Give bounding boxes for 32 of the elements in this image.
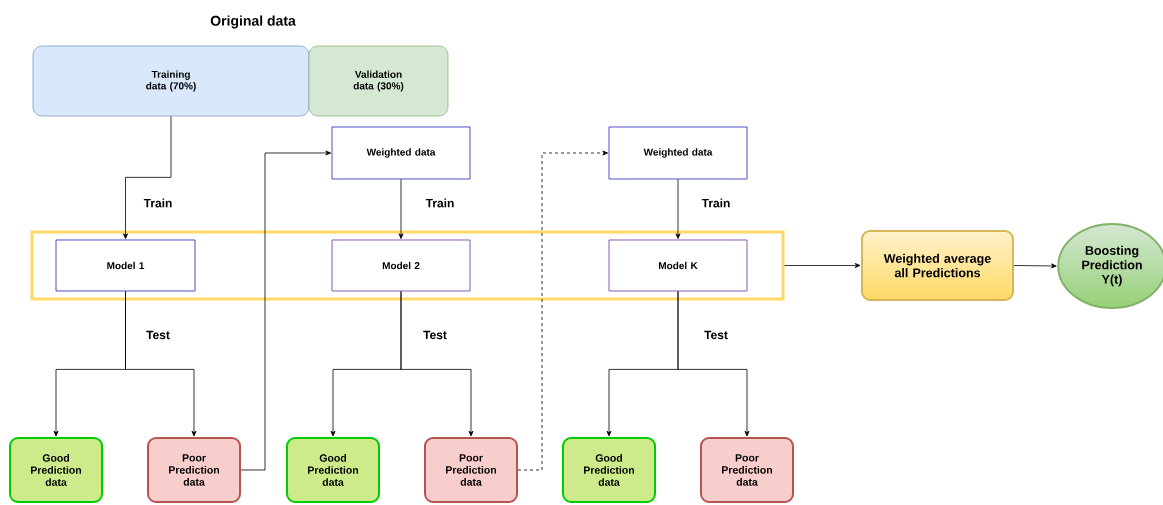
edge-label: Test bbox=[145, 329, 171, 341]
edge-label: Test bbox=[422, 329, 448, 341]
result-box: Poor Prediction data bbox=[424, 437, 518, 503]
data-box: Weighted data bbox=[608, 126, 748, 180]
model-box: Model K bbox=[608, 239, 748, 292]
arrow bbox=[675, 179, 681, 239]
result-box: Good Prediction data bbox=[286, 437, 380, 503]
arrow bbox=[123, 115, 172, 239]
edge-label: Train bbox=[424, 197, 456, 209]
edge-label: Train bbox=[700, 197, 732, 209]
arrow bbox=[400, 291, 474, 437]
edge-label: Train bbox=[142, 197, 174, 209]
arrow bbox=[125, 291, 197, 437]
arrow bbox=[1013, 263, 1057, 269]
model-box: Model 2 bbox=[331, 239, 471, 292]
arrow bbox=[240, 150, 331, 471]
title: Original data bbox=[210, 15, 296, 29]
arrow bbox=[517, 150, 608, 471]
edge-label: Test bbox=[703, 329, 729, 341]
result-box: Good Prediction data bbox=[562, 437, 656, 503]
arrow bbox=[784, 263, 861, 268]
arrow bbox=[677, 291, 750, 437]
average-box: Weighted average all Predictions bbox=[861, 230, 1014, 301]
data-box: Validation data (30%) bbox=[308, 45, 449, 117]
result-box: Good Prediction data bbox=[9, 437, 103, 503]
arrow bbox=[398, 179, 404, 239]
highlight-frame bbox=[30, 230, 785, 301]
result-box: Poor Prediction data bbox=[700, 437, 794, 503]
model-box: Model 1 bbox=[55, 239, 196, 292]
data-box: Training data (70%) bbox=[32, 45, 310, 117]
result-box: Poor Prediction data bbox=[147, 437, 241, 503]
data-box: Weighted data bbox=[331, 126, 471, 180]
